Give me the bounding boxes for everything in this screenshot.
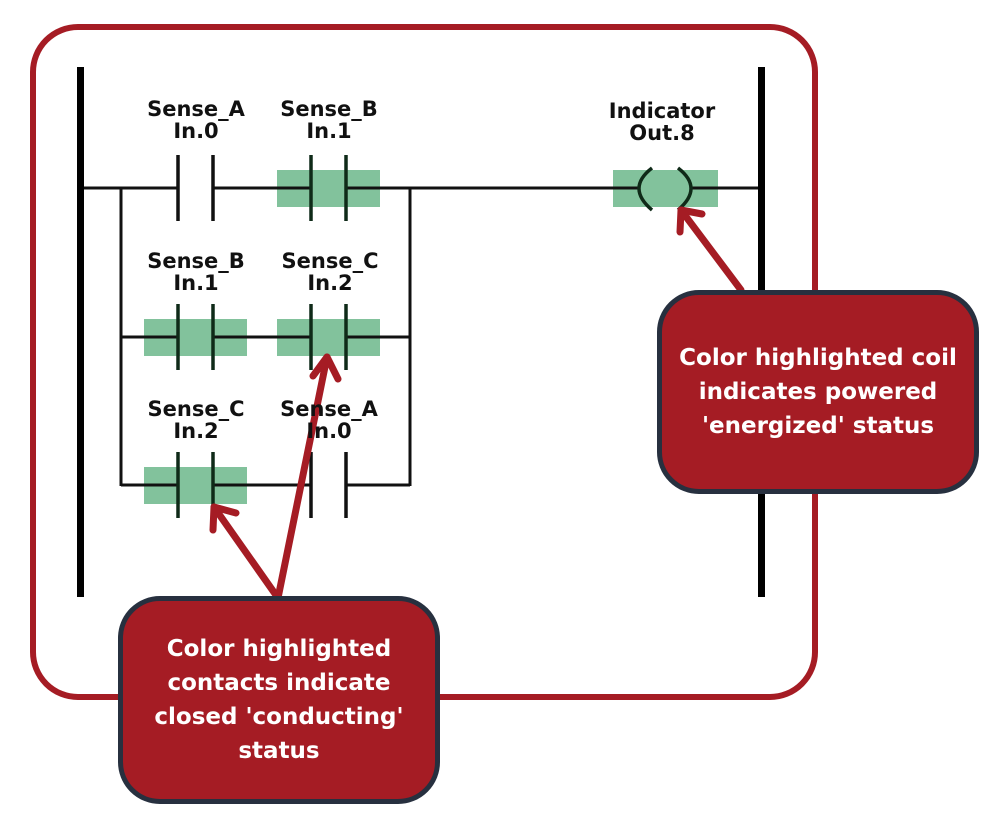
coil-name: Indicator <box>608 99 716 123</box>
label-coil: Indicator Out.8 <box>609 100 715 144</box>
callout-contacts-line: status <box>238 738 320 764</box>
contact-r1c2 <box>309 155 348 221</box>
contact-name: Sense_B <box>147 249 245 273</box>
label-r1c1: Sense_A In.0 <box>147 98 245 142</box>
label-r3c2: Sense_A In.0 <box>280 398 378 442</box>
callout-coil-line: 'energized' status <box>701 413 935 439</box>
contact-r2c2 <box>309 304 348 370</box>
callout-contacts: Color highlighted contacts indicate clos… <box>118 596 440 804</box>
coil-right-arc <box>676 166 693 212</box>
contact-address: In.1 <box>173 271 219 295</box>
label-r2c1: Sense_B In.1 <box>147 250 245 294</box>
label-r1c2: Sense_B In.1 <box>280 98 378 142</box>
contact-name: Sense_A <box>280 397 378 421</box>
callout-coil-line: Color highlighted coil <box>679 345 957 371</box>
callout-coil: Color highlighted coil indicates powered… <box>657 290 979 494</box>
contact-address: In.0 <box>173 119 219 143</box>
contact-address: In.0 <box>306 419 352 443</box>
coil-address: Out.8 <box>629 121 695 145</box>
left-power-rail <box>77 67 84 597</box>
arrows <box>209 206 745 602</box>
callout-contacts-line: Color highlighted <box>166 636 392 662</box>
arrow-to-row2-contact <box>274 353 342 602</box>
contact-name: Sense_A <box>147 97 245 121</box>
coil-left-arc <box>637 166 654 212</box>
contact-r1c1 <box>176 155 215 221</box>
arrow-to-coil <box>676 206 745 294</box>
wires <box>84 186 758 487</box>
callout-contacts-line: contacts indicate <box>167 670 391 696</box>
contact-address: In.2 <box>307 271 353 295</box>
label-r2c2: Sense_C In.2 <box>282 250 379 294</box>
coil-symbol <box>637 166 693 212</box>
callout-contacts-line: closed 'conducting' <box>154 704 404 730</box>
callout-coil-line: indicates powered <box>698 379 938 405</box>
contact-address: In.2 <box>173 419 219 443</box>
contact-name: Sense_C <box>147 397 245 421</box>
contact-name: Sense_C <box>281 249 379 273</box>
contact-r3c2 <box>309 452 348 518</box>
contact-name: Sense_B <box>280 97 378 121</box>
label-r3c1: Sense_C In.2 <box>148 398 245 442</box>
arrow-to-row3-contact <box>209 503 282 602</box>
contact-r2c1 <box>176 304 215 370</box>
contact-address: In.1 <box>306 119 352 143</box>
